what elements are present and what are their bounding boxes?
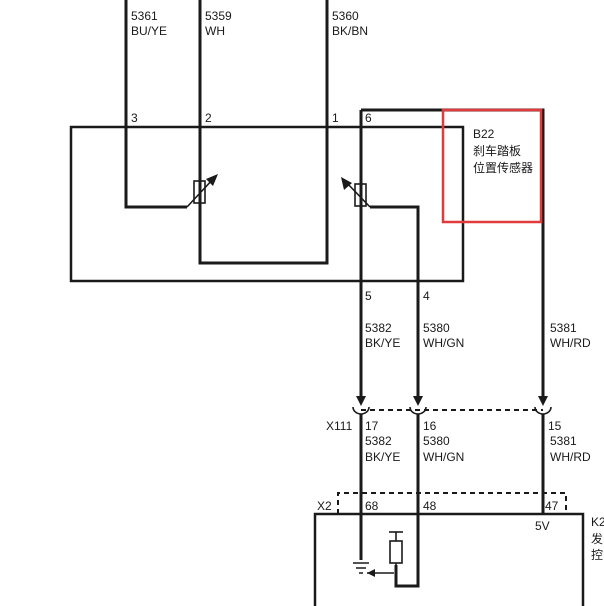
wire-5359-id: 5359: [205, 9, 232, 23]
arrow-head-left: [206, 174, 218, 186]
wire-5359-color: WH: [205, 24, 225, 38]
x2-name: X2: [317, 499, 332, 513]
wire-5361-id: 5361: [131, 9, 158, 23]
sensor-name-line2: 位置传感器: [473, 160, 533, 175]
wire-5382-color: BK/YE: [365, 336, 400, 350]
wire-6: [361, 108, 545, 396]
pin-6: 6: [365, 111, 372, 125]
module-code: K2: [591, 515, 604, 529]
x111-pin15-tip: [538, 396, 548, 406]
x111-pin17-tip: [356, 396, 366, 406]
wire-5360-color: BK/BN: [332, 24, 368, 38]
ground-icon: [353, 562, 369, 574]
x111-pin15-arc: [534, 406, 552, 415]
x2-pin-68: 68: [365, 499, 379, 513]
x2-voltage: 5V: [535, 519, 550, 533]
sensor-name-line1: 刹车踏板: [473, 143, 521, 158]
wire-5381-id: 5381: [550, 321, 577, 335]
x111-pin-15: 15: [548, 419, 562, 433]
module-line2: 控: [591, 548, 603, 562]
pin-3: 3: [131, 111, 138, 125]
potentiometer-left: [193, 180, 206, 204]
x111-name: X111: [326, 419, 353, 433]
x111-wire-5380-id: 5380: [423, 434, 450, 448]
x2-dashed-box: [337, 492, 567, 514]
sensor-highlight-box: [441, 108, 543, 224]
x2-pin-47: 47: [545, 499, 559, 513]
x111-pin-17: 17: [365, 419, 379, 433]
x111-wire-5381-color: WH/RD: [550, 450, 591, 464]
wire-5380-upper: [370, 205, 420, 396]
pin-1: 1: [332, 111, 339, 125]
module-resistor: [389, 540, 403, 564]
wire-5361: [124, 0, 187, 209]
wire-5382-id: 5382: [365, 321, 392, 335]
arrow-head-right: [341, 177, 352, 190]
x111-wire-5381-id: 5381: [550, 434, 577, 448]
x111-wire-5382-id: 5382: [365, 434, 392, 448]
module-k2-box: [313, 512, 585, 606]
x111-wire-5380-color: WH/GN: [423, 450, 464, 464]
x111-pin16-arc: [409, 406, 427, 415]
sensor-b22-box: [69, 125, 465, 283]
x111-pin17-arc: [352, 406, 370, 415]
pin-5: 5: [365, 289, 372, 303]
pin-2: 2: [205, 111, 212, 125]
x111-pin-16: 16: [423, 419, 437, 433]
wire-5380-lower: [394, 414, 420, 588]
x2-pin-48: 48: [423, 499, 437, 513]
sensor-code: B22: [473, 127, 495, 141]
x111-wire-5382-color: BK/YE: [365, 450, 400, 464]
wire-5380-color: WH/GN: [423, 336, 464, 350]
module-arrow-head: [367, 569, 375, 577]
module-line1: 发: [591, 531, 603, 546]
potentiometer-right: [354, 183, 367, 207]
wire-5360-id: 5360: [332, 9, 359, 23]
wire-5359: [198, 0, 329, 265]
x111-pin16-tip: [413, 396, 423, 406]
potentiometer-left-arrow: [186, 177, 215, 208]
pin-4: 4: [423, 289, 430, 303]
wire-5361-color: BU/YE: [131, 24, 167, 38]
wire-5381-color: WH/RD: [550, 336, 591, 350]
wire-5380-id: 5380: [423, 321, 450, 335]
